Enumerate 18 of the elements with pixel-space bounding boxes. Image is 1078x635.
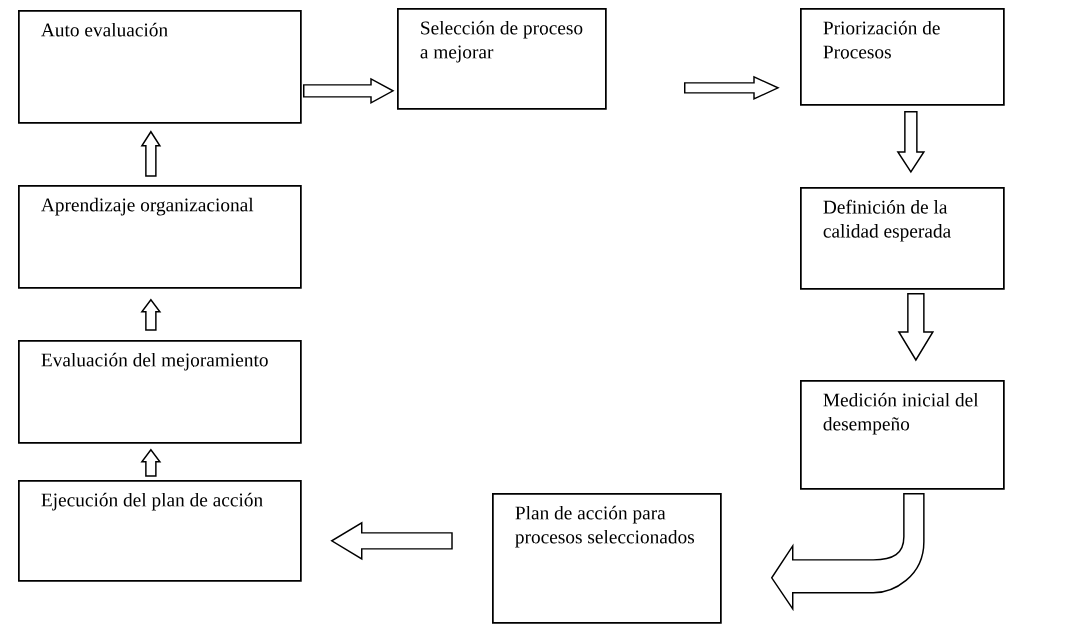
- process-box: Plan de acción para procesos seleccionados: [492, 493, 722, 624]
- process-box: Aprendizaje organizacional: [18, 185, 302, 289]
- process-box: Priorización de Procesos: [800, 8, 1005, 106]
- process-box: Definición de la calidad esperada: [800, 187, 1005, 290]
- process-box: Auto evaluación: [18, 10, 302, 124]
- block-arrow: [684, 75, 780, 100]
- process-box: Evaluación del mejoramiento: [18, 340, 302, 444]
- process-box: Ejecución del plan de acción: [18, 480, 302, 582]
- process-box: Selección de proceso a mejorar: [397, 8, 607, 110]
- block-arrow: [303, 77, 395, 105]
- block-arrow: [140, 448, 162, 477]
- block-arrow: [330, 521, 453, 561]
- block-arrow: [140, 298, 162, 331]
- process-box: Medición inicial del desempeño: [800, 380, 1005, 490]
- block-arrow: [140, 130, 162, 177]
- block-arrow: [896, 111, 926, 174]
- block-arrow: [771, 493, 925, 610]
- block-arrow: [897, 293, 935, 362]
